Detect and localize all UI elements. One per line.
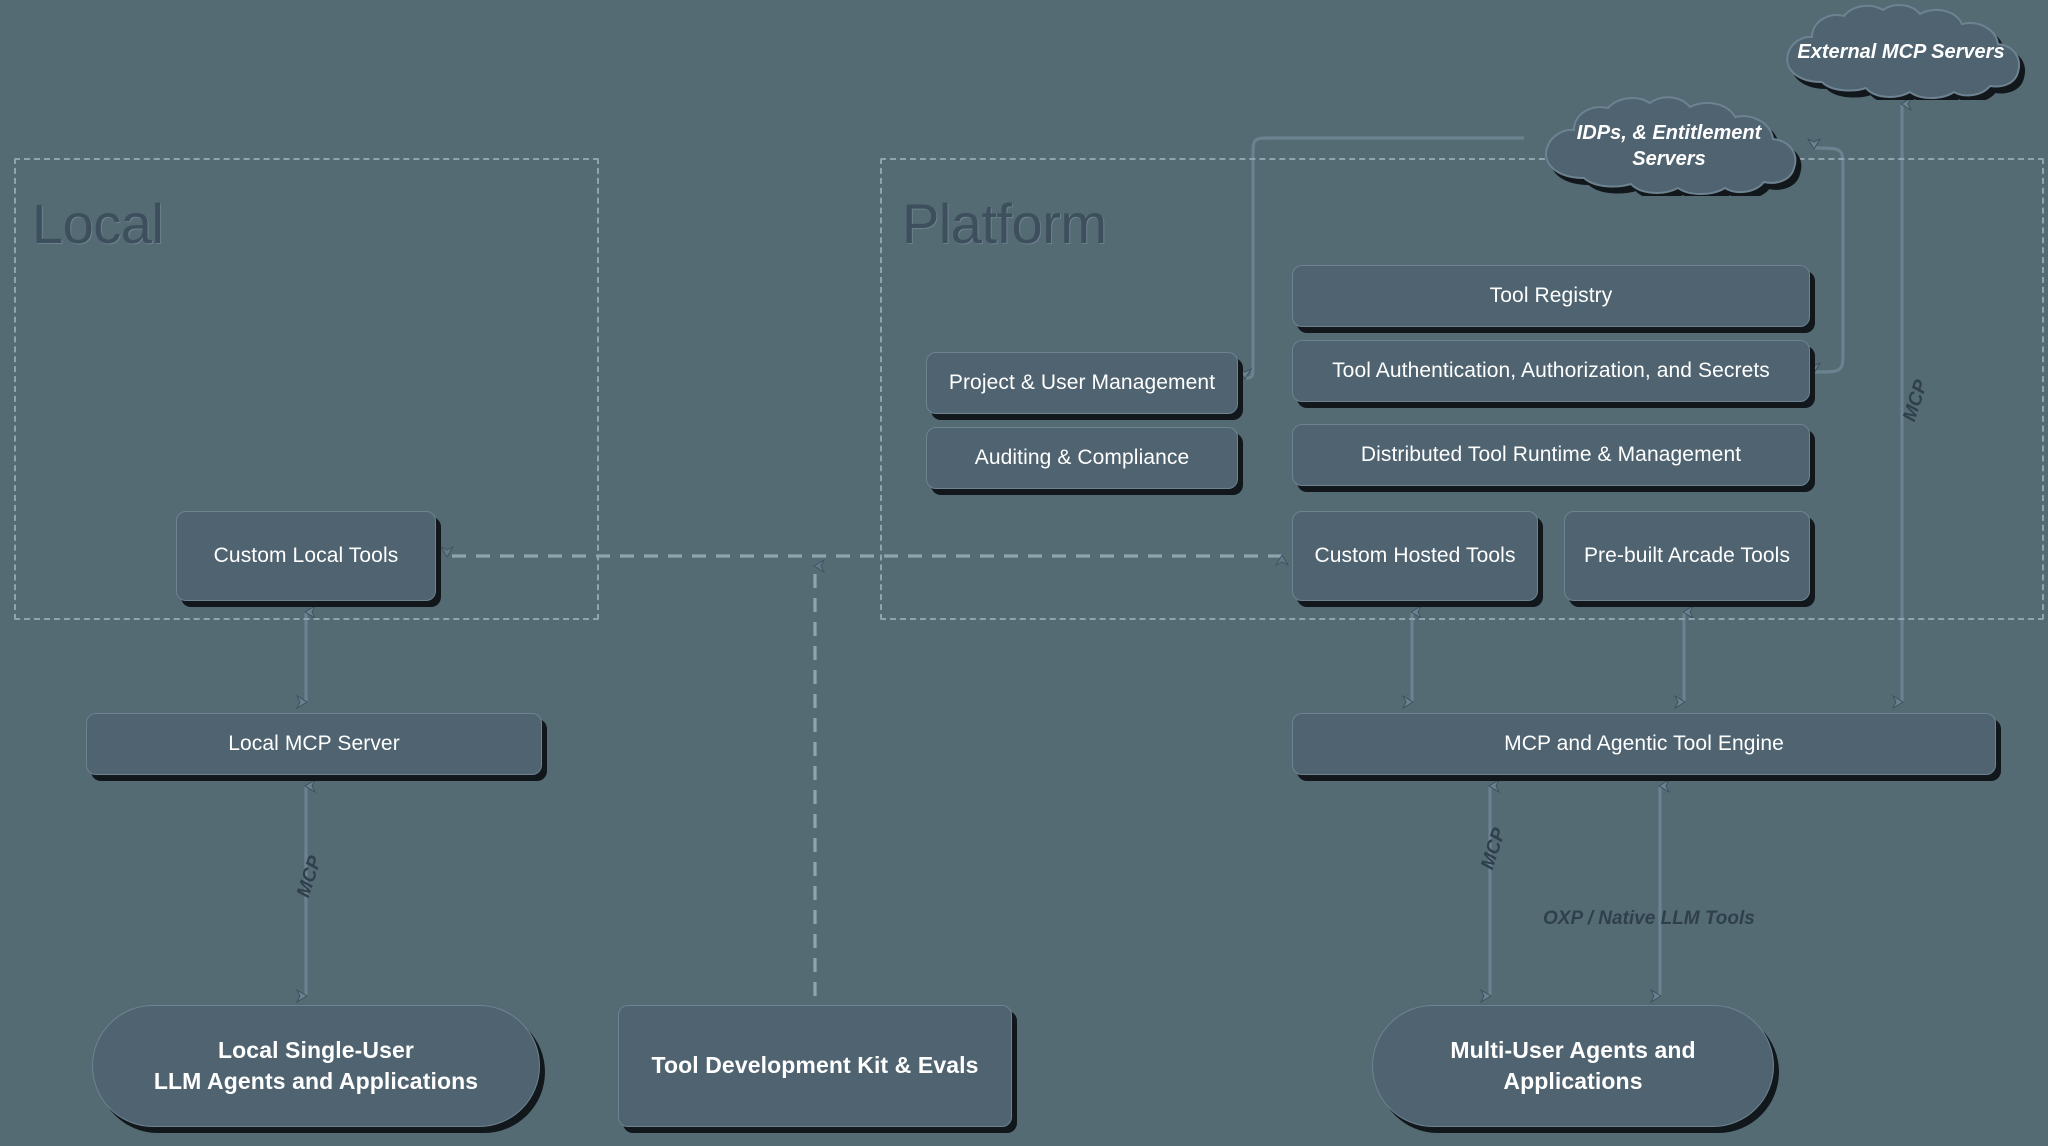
cloud-idps-entitlement-servers[interactable]: IDPs, & Entitlement Servers [1528, 96, 1810, 196]
node-label: Local Single-User LLM Agents and Applica… [153, 1036, 479, 1094]
node-custom-local-tools[interactable]: Custom Local Tools [176, 511, 436, 601]
group-local [14, 158, 599, 620]
edge-tool-auth-to-idps [1814, 148, 1845, 372]
node-label: Tool Development Kit & Evals [651, 1052, 979, 1079]
node-multi-user-agents[interactable]: Multi-User Agents and Applications [1372, 1005, 1774, 1127]
node-label: Tool Registry [1489, 283, 1613, 307]
node-label: Custom Local Tools [213, 543, 399, 567]
group-platform-label: Platform [902, 192, 1107, 255]
cloud-label: External MCP Servers [1797, 41, 2005, 63]
cloud-shape-icon [1786, 4, 2020, 99]
node-label: Distributed Tool Runtime & Management [1360, 442, 1742, 466]
node-tool-registry[interactable]: Tool Registry [1292, 265, 1810, 327]
node-local-mcp-server[interactable]: Local MCP Server [86, 713, 542, 775]
group-platform [880, 158, 2044, 620]
node-auditing-compliance[interactable]: Auditing & Compliance [926, 427, 1238, 489]
node-custom-hosted-tools[interactable]: Custom Hosted Tools [1292, 511, 1538, 601]
node-label: Auditing & Compliance [974, 445, 1190, 469]
node-mcp-agentic-tool-engine[interactable]: MCP and Agentic Tool Engine [1292, 713, 1996, 775]
node-label: Custom Hosted Tools [1314, 543, 1516, 567]
node-label: Local MCP Server [228, 731, 400, 755]
node-label: Tool Authentication, Authorization, and … [1332, 358, 1770, 382]
node-tool-authentication[interactable]: Tool Authentication, Authorization, and … [1292, 340, 1810, 402]
node-tool-development-kit[interactable]: Tool Development Kit & Evals [618, 1005, 1012, 1127]
cloud-external-mcp-servers[interactable]: External MCP Servers [1770, 4, 2032, 100]
node-label: Pre-built Arcade Tools [1583, 543, 1791, 567]
node-label: Multi-User Agents and Applications [1450, 1036, 1696, 1094]
node-prebuilt-arcade-tools[interactable]: Pre-built Arcade Tools [1564, 511, 1810, 601]
node-label: Project & User Management [948, 370, 1216, 394]
node-local-single-user-agents[interactable]: Local Single-User LLM Agents and Applica… [92, 1005, 540, 1127]
node-label: MCP and Agentic Tool Engine [1504, 731, 1784, 755]
group-local-label: Local [32, 192, 164, 255]
edge-label-oxp-native-llm-tools: OXP / Native LLM Tools [1543, 908, 1755, 929]
node-distributed-tool-runtime[interactable]: Distributed Tool Runtime & Management [1292, 424, 1810, 486]
cloud-shape-icon [1545, 96, 1797, 195]
node-project-user-management[interactable]: Project & User Management [926, 352, 1238, 414]
cloud-label: IDPs, & Entitlement Servers [1576, 122, 1762, 170]
